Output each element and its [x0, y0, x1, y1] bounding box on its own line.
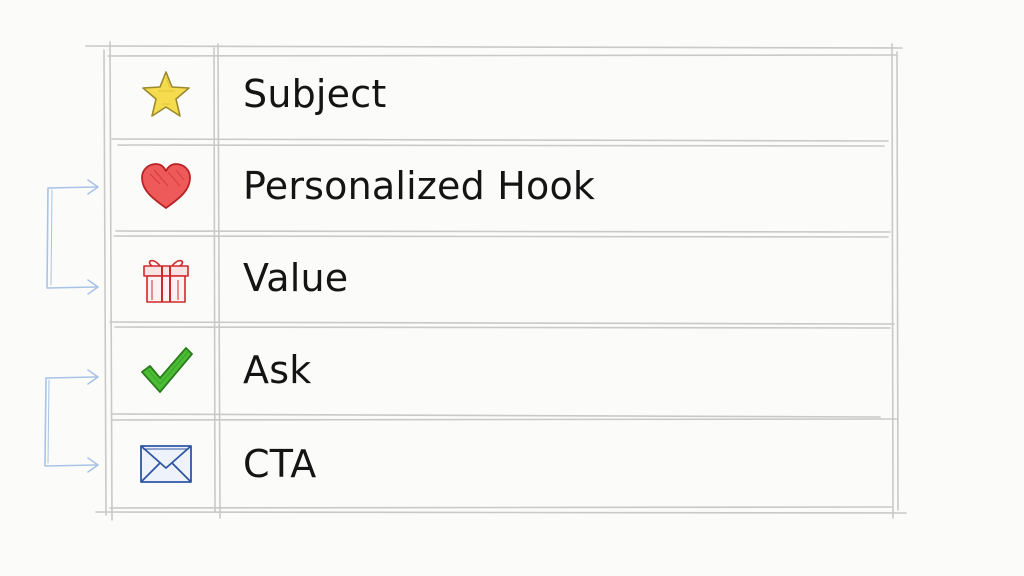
row-label: Ask [243, 348, 312, 392]
gift-icon [143, 259, 189, 303]
grid-line-left [109, 41, 113, 521]
row-icon-cell [112, 140, 218, 232]
row-icon-cell [112, 324, 218, 416]
row-label: CTA [243, 442, 317, 486]
checkmark-icon [141, 347, 193, 393]
row-label: Personalized Hook [243, 164, 596, 208]
row-label: Value [243, 256, 349, 300]
row-personalized-hook: Personalized Hook [112, 140, 894, 232]
row-ask: Ask [112, 324, 894, 416]
row-icon-cell [112, 48, 218, 140]
grid-line-right [891, 43, 894, 519]
row-label: Subject [243, 72, 387, 116]
connector-ask-cta [44, 369, 99, 473]
grid-line-4 [111, 413, 881, 418]
row-value: Value [112, 232, 894, 324]
row-icon-cell [112, 418, 218, 510]
heart-icon [141, 163, 191, 209]
grid-line-1 [111, 138, 889, 142]
grid-line-3 [109, 321, 895, 325]
grid-line-bottom [95, 511, 907, 514]
row-cta: CTA [112, 418, 894, 510]
connector-hook-value [46, 179, 99, 295]
envelope-icon [140, 445, 192, 483]
row-subject: Subject [112, 48, 894, 140]
star-icon [142, 71, 190, 117]
grid-line-divider [217, 43, 221, 519]
grid-line-2 [115, 230, 891, 233]
row-icon-cell [112, 232, 218, 324]
grid-line-top [85, 45, 903, 49]
